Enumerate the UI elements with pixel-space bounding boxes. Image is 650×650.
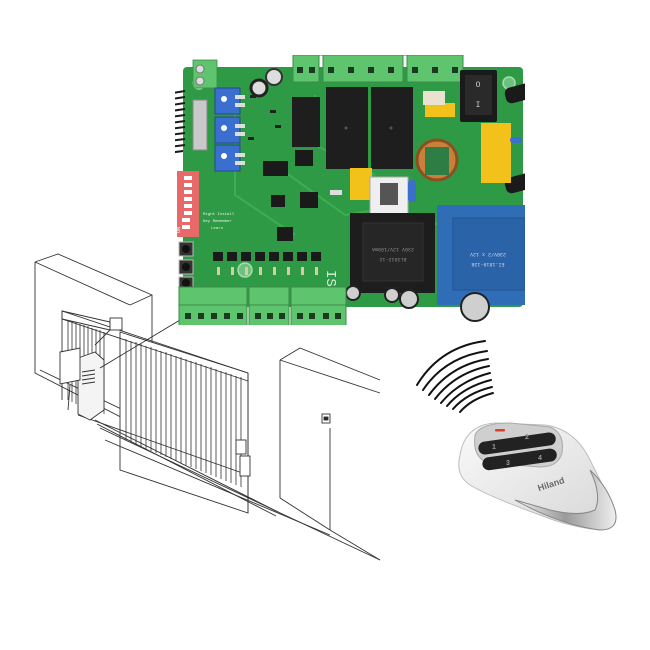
trimpots	[214, 87, 245, 172]
svg-text:I: I	[476, 101, 481, 110]
svg-text:BL3012-12: BL3012-12	[379, 256, 406, 262]
control-board-svg: O I 230V 12V/100mA BL3012-12	[175, 55, 525, 325]
dip-switch: ON	[176, 171, 199, 237]
transformer-black: 230V 12V/100mA BL3012-12	[350, 213, 435, 293]
remote-button-2[interactable]: 2	[525, 434, 529, 441]
silk-label: Key Remember	[203, 219, 232, 224]
terminal-block-top	[292, 55, 464, 83]
remote-buttons	[478, 432, 557, 471]
svg-text:230V/2 x 12V: 230V/2 x 12V	[470, 251, 506, 257]
inductor-coil	[415, 138, 459, 182]
remote-button-1[interactable]: 1	[492, 444, 496, 451]
transformer-blue: 230V/2 x 12V EI.1819-12B	[437, 205, 525, 305]
remote-control-svg: 1 2 4 3 Hiland	[458, 422, 617, 531]
control-board: O I 230V 12V/100mA BL3012-12	[175, 55, 525, 325]
relays	[292, 87, 413, 169]
remote-button-4[interactable]: 4	[538, 455, 542, 462]
pillar-right	[279, 347, 381, 561]
svg-text:ON: ON	[176, 227, 182, 233]
gate-motor	[59, 329, 111, 421]
sliding-gate	[61, 310, 251, 514]
push-buttons	[178, 241, 194, 290]
led-indicator	[495, 429, 505, 432]
silk-label: Right Install	[203, 212, 235, 217]
remote-control: 1 2 4 3 Hiland	[450, 415, 630, 540]
rack-rail	[94, 419, 381, 561]
radio-signal-waves	[405, 335, 505, 415]
keypad-box	[321, 413, 331, 424]
power-switch: O I	[460, 70, 497, 122]
signal-waves-icon	[416, 340, 494, 413]
silk-label: Learn	[211, 226, 224, 231]
terminal-block-bottom	[178, 286, 347, 325]
svg-text:EI.1819-12B: EI.1819-12B	[471, 261, 504, 267]
svg-text:230V 12V/100mA: 230V 12V/100mA	[372, 246, 414, 252]
leader-line	[99, 319, 181, 369]
remote-button-3[interactable]: 3	[506, 460, 510, 467]
svg-text:O: O	[476, 81, 481, 90]
